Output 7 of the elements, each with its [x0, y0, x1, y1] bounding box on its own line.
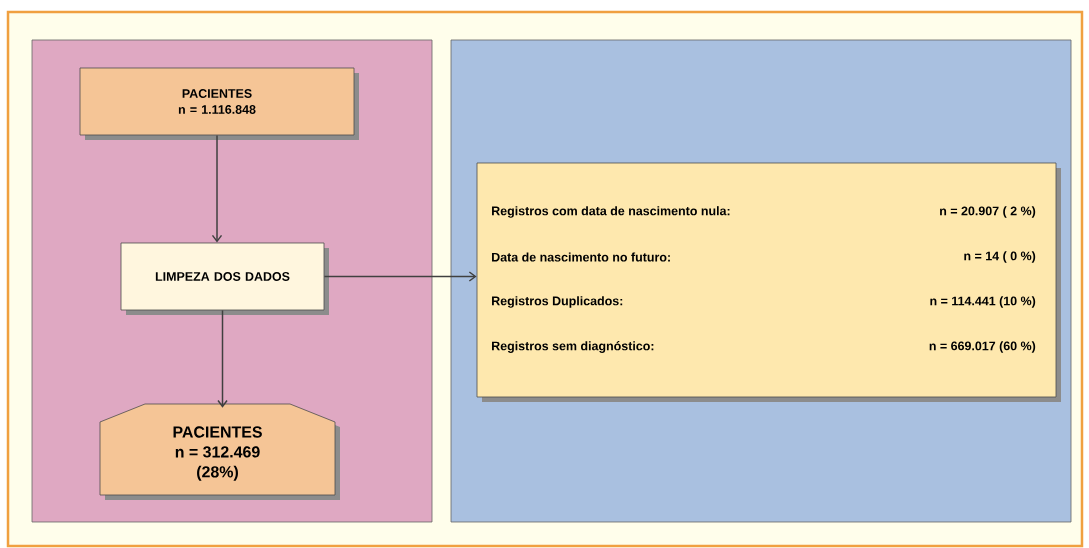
arrow: [211, 134, 223, 243]
process-box: PACIENTES n = 1.116.848: [79, 67, 359, 140]
info-box: Registros com data de nascimento nula: n = 20.907 ( 2 %) Data de nascimento no futuro: n = 14 ( 0 %) Registros Duplicados: n = 114.441 (10 %) Registros sem diagnóstico: n = 669.017 (60 %): [476, 162, 1061, 402]
arrow: [217, 309, 228, 408]
result-box: PACIENTES n = 312.469 (28%): [99, 403, 340, 500]
process-box: LIMPEZA DOS DADOS: [120, 242, 329, 315]
arrow: [323, 271, 477, 282]
